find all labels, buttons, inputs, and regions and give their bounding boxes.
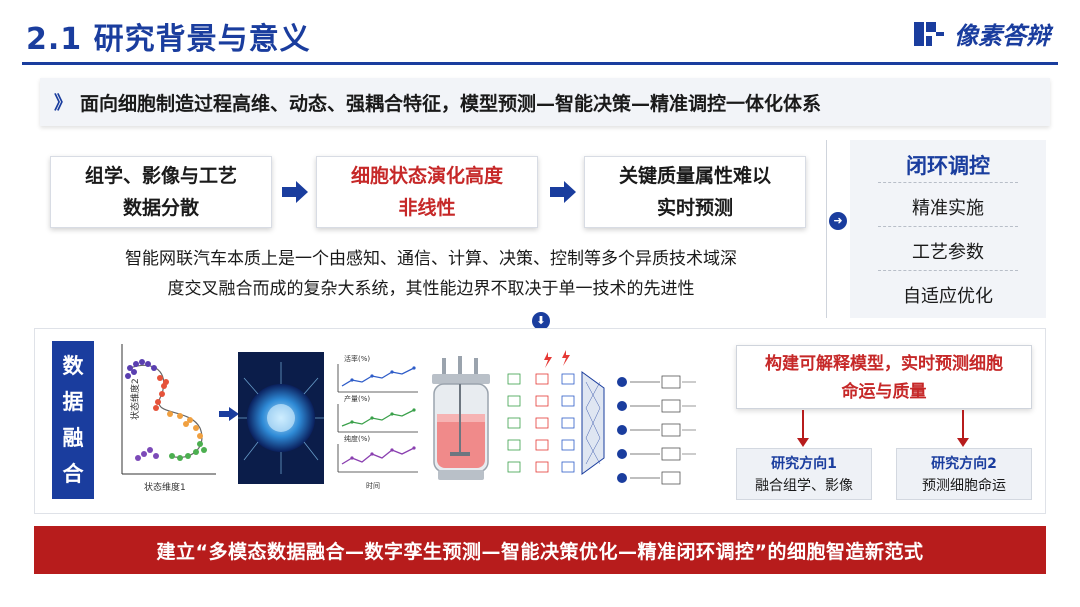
logo-icon (914, 21, 944, 46)
closed-loop-panel: 闭环调控 精准实施 工艺参数 自适应优化 (850, 140, 1046, 318)
closed-loop-item: 精准实施 (912, 198, 984, 219)
description-line: 度交叉融合而成的复杂大系统，其性能边界不取决于单一技术的先进性 (167, 279, 695, 299)
trend-chart-label: 产量(%) (344, 394, 370, 403)
divider (878, 270, 1018, 271)
description-line: 智能网联汽车本质上是一个由感知、通信、计算、决策、控制等多个异质技术域深 (125, 249, 737, 269)
trend-chart-label: 纯度(%) (344, 434, 370, 443)
challenge-line: 关键质量属性难以 (618, 165, 771, 187)
process-trend-charts: 活率(%) 产量(%) 纯度(%) 时间 (337, 354, 418, 490)
arrow-down-icon (797, 410, 809, 447)
state-trajectory-illustration: 状态维度2 状态维度1 (121, 344, 216, 493)
scatter-ylabel: 状态维度2 (129, 378, 141, 420)
trend-chart-label: 活率(%) (344, 354, 370, 363)
arrow-right-icon (219, 407, 239, 421)
direction-title: 研究方向2 (931, 456, 997, 472)
description-text: 智能网联汽车本质上是一个由感知、通信、计算、决策、控制等多个异质技术域深 度交叉… (46, 244, 816, 304)
conclusion-banner: 建立“多模态数据融合—数字孪生预测—智能决策优化—精准闭环调控”的细胞智造新范式 (34, 526, 1046, 574)
logo: 像素答辩 (912, 16, 1050, 51)
arrow-down-circle-icon: ⬇ (532, 312, 550, 330)
challenge-line: 实时预测 (656, 197, 733, 219)
subtitle-bar: 》 面向细胞制造过程高维、动态、强耦合特征，模型预测—智能决策—精准调控一体化体… (40, 78, 1050, 126)
challenge-line: 非线性 (398, 197, 456, 219)
logo-text: 像素答辩 (954, 22, 1050, 50)
bioreactor-icon (432, 356, 490, 480)
page-title: 2.1 研究背景与意义 (26, 22, 311, 57)
divider (878, 182, 1018, 183)
interpretable-model-box: 构建可解释模型，实时预测细胞 命运与质量 (736, 345, 1032, 409)
arrow-right-circle-icon: ➜ (829, 212, 847, 230)
neural-network-illustration (507, 350, 696, 485)
closed-loop-item: 自适应优化 (903, 286, 993, 307)
closed-loop-item: 工艺参数 (912, 242, 984, 263)
trend-chart-xlabel: 时间 (366, 481, 380, 490)
arrow-right-icon (550, 181, 576, 203)
direction-desc: 融合组学、影像 (755, 478, 853, 494)
challenge-box-quality: 关键质量属性难以实时预测 (584, 156, 806, 228)
challenge-line: 细胞状态演化高度 (350, 165, 503, 187)
scatter-xlabel: 状态维度1 (144, 481, 186, 493)
label-char: 数 (62, 354, 84, 378)
subtitle-text: 面向细胞制造过程高维、动态、强耦合特征，模型预测—智能决策—精准调控一体化体系 (80, 92, 822, 115)
arrow-right-icon (282, 181, 308, 203)
vertical-divider (826, 140, 827, 318)
research-direction-1: 研究方向1 融合组学、影像 (736, 448, 872, 500)
divider (878, 226, 1018, 227)
model-box-line: 命运与质量 (841, 382, 927, 402)
arrow-down-icon (957, 410, 969, 447)
chevron-icon: 》 (54, 93, 72, 114)
challenge-line: 数据分散 (122, 197, 199, 219)
direction-title: 研究方向1 (771, 456, 837, 472)
model-box-line: 构建可解释模型，实时预测细胞 (765, 354, 1003, 374)
challenge-line: 组学、影像与工艺 (84, 165, 237, 187)
challenge-box-data: 组学、影像与工艺数据分散 (50, 156, 272, 228)
title-rule (22, 62, 1058, 65)
label-char: 据 (62, 390, 84, 414)
label-char: 合 (62, 462, 84, 486)
direction-desc: 预测细胞命运 (922, 478, 1006, 494)
data-fusion-label: 数 据 融 合 (52, 341, 94, 499)
research-direction-2: 研究方向2 预测细胞命运 (896, 448, 1032, 500)
closed-loop-title: 闭环调控 (906, 154, 990, 178)
challenge-box-nonlinear: 细胞状态演化高度非线性 (316, 156, 538, 228)
cell-image (238, 352, 324, 484)
label-char: 融 (62, 426, 84, 450)
